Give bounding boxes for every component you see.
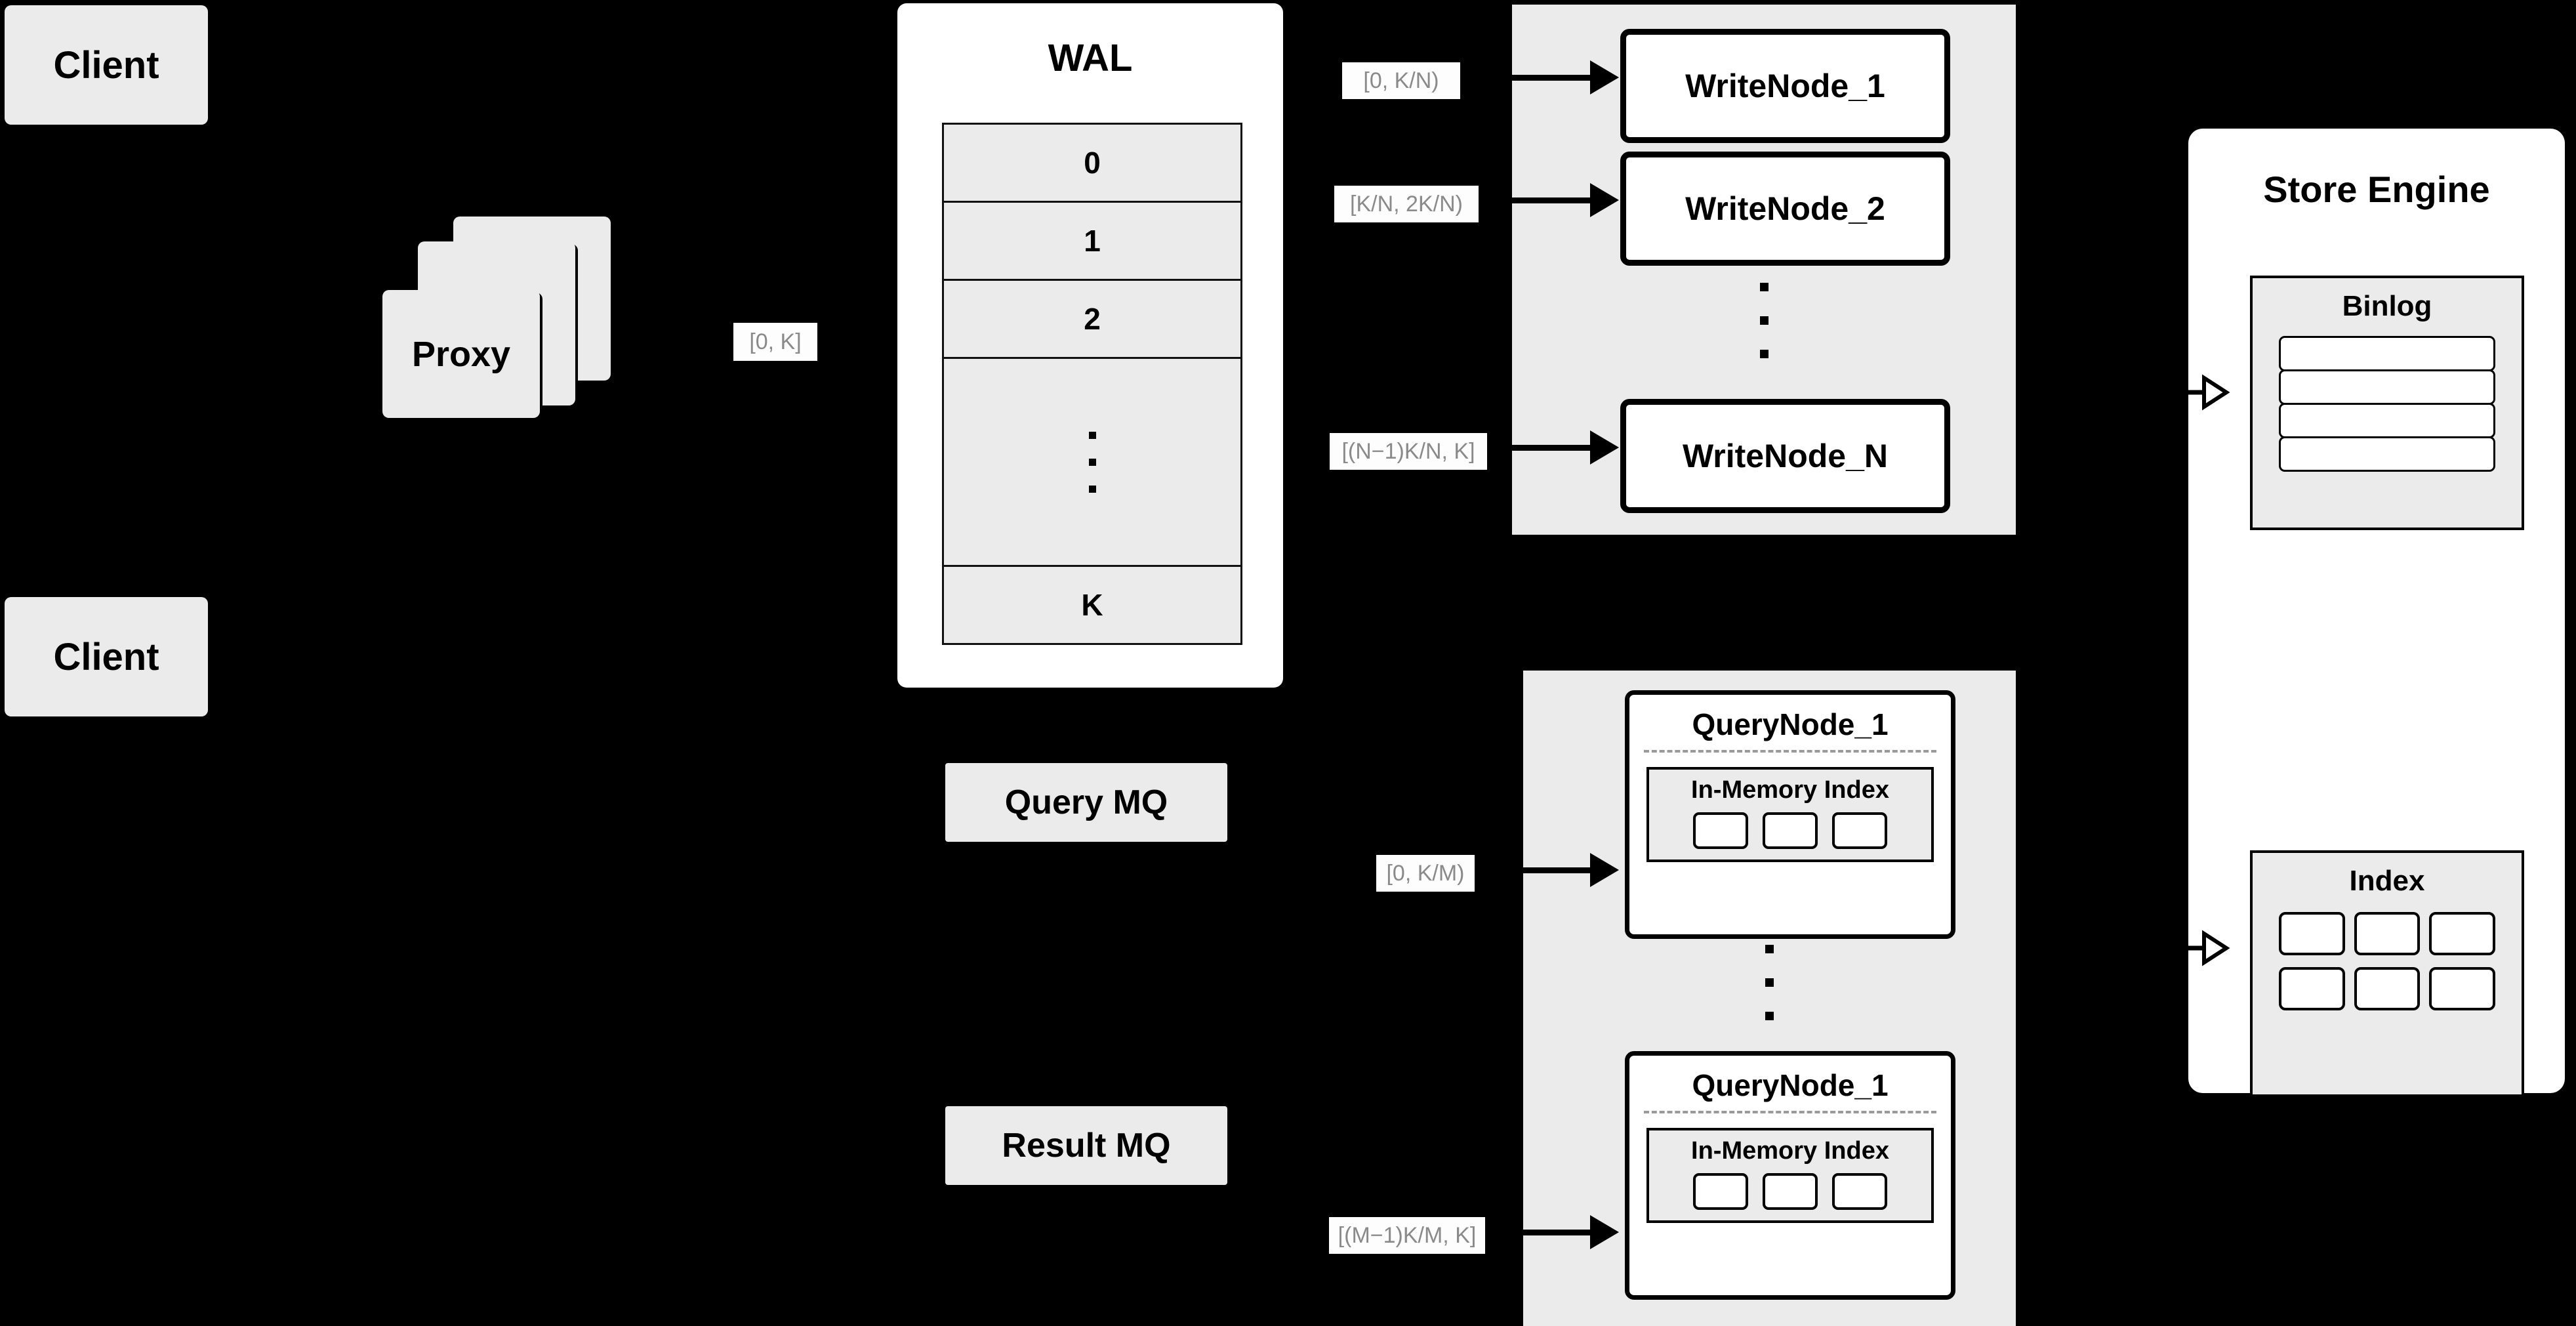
- index-cell: [1693, 812, 1748, 849]
- ellipsis-dot: [1088, 485, 1096, 493]
- query-cluster-ellipsis: [1523, 945, 2016, 1020]
- result-mq-label: Result MQ: [1002, 1127, 1171, 1165]
- ellipsis-dot: [1765, 945, 1774, 953]
- wal-entry-row: 1: [944, 203, 1240, 281]
- query-node-m-label: QueryNode_1: [1692, 1068, 1889, 1102]
- wal-entry-row: K: [1081, 588, 1103, 622]
- range-label-write-node-1: [0, K/N): [1342, 62, 1460, 99]
- query-node-m-divider: [1644, 1111, 1936, 1113]
- query-node-1[interactable]: QueryNode_1 In-Memory Index: [1625, 690, 1955, 939]
- arrow-index-inbound: [2188, 928, 2230, 971]
- index-cell: [2429, 912, 2495, 955]
- wal-panel: WAL 0 1 2 K: [897, 3, 1283, 688]
- ellipsis-dot: [1088, 431, 1096, 439]
- index-cell: [2429, 967, 2495, 1010]
- index-title: Index: [2349, 865, 2425, 897]
- write-node-2-label: WriteNode_2: [1685, 190, 1885, 227]
- in-memory-index-m-cells: [1649, 1173, 1931, 1210]
- client-label-2: Client: [53, 635, 159, 678]
- query-node-m[interactable]: QueryNode_1 In-Memory Index: [1625, 1051, 1955, 1300]
- query-node-1-label: QueryNode_1: [1692, 707, 1889, 741]
- proxy-stack[interactable]: Proxy: [377, 217, 626, 426]
- wal-entry-row: 2: [944, 281, 1240, 359]
- range-label-query-node-m: [(M−1)K/M, K]: [1329, 1217, 1485, 1254]
- binlog-row: [2279, 436, 2495, 472]
- range-label-query-node-1: [0, K/M): [1376, 855, 1475, 892]
- arrow-line-write-node-n: [1492, 445, 1590, 451]
- store-engine-panel: Store Engine Binlog Index: [2188, 129, 2565, 1097]
- arrow-head-query-node-m: [1590, 1215, 1619, 1249]
- result-mq-box[interactable]: Result MQ: [945, 1106, 1227, 1185]
- wal-entry-row: 0: [944, 125, 1240, 203]
- index-cell: [1763, 812, 1818, 849]
- client-box-2[interactable]: Client: [5, 597, 208, 716]
- client-box-1[interactable]: Client: [5, 5, 208, 125]
- write-node-1-label: WriteNode_1: [1685, 68, 1885, 104]
- index-cell: [1832, 812, 1887, 849]
- in-memory-index-1-cells: [1649, 812, 1931, 849]
- range-label-write-node-n: [(N−1)K/N, K]: [1330, 433, 1487, 470]
- index-cell: [2354, 912, 2421, 955]
- write-node-n[interactable]: WriteNode_N: [1620, 399, 1950, 513]
- query-node-1-divider: [1644, 750, 1936, 753]
- arrow-head-query-node-1: [1590, 853, 1619, 887]
- arrow-line-query-node-m: [1492, 1230, 1590, 1235]
- ellipsis-dot: [1759, 350, 1768, 358]
- ellipsis-dot: [1765, 1012, 1774, 1020]
- arrow-head-write-node-2: [1590, 183, 1619, 217]
- index-grid: [2279, 912, 2495, 1010]
- in-memory-index-m: In-Memory Index: [1646, 1128, 1934, 1223]
- range-label-write-node-2: [K/N, 2K/N): [1334, 186, 1479, 222]
- ellipsis-dot: [1759, 316, 1768, 325]
- binlog-title: Binlog: [2342, 290, 2432, 322]
- write-node-n-label: WriteNode_N: [1682, 438, 1888, 474]
- store-engine-title: Store Engine: [2263, 169, 2490, 210]
- arrow-line-write-node-2: [1492, 197, 1590, 203]
- query-mq-box[interactable]: Query MQ: [945, 763, 1227, 842]
- in-memory-index-1-title: In-Memory Index: [1691, 776, 1889, 804]
- write-cluster-ellipsis: [1512, 283, 2016, 358]
- index-cell: [2354, 967, 2421, 1010]
- binlog-rows: [2279, 336, 2495, 472]
- index-cell: [2279, 967, 2345, 1010]
- arrow-head-write-node-n: [1590, 430, 1619, 465]
- range-label-proxy-out: [0, K]: [733, 323, 817, 361]
- arrow-line-write-node-1: [1492, 75, 1590, 81]
- ellipsis-dot: [1088, 458, 1096, 466]
- write-node-cluster: WriteNode_1 WriteNode_2 WriteNode_N: [1512, 5, 2016, 535]
- query-mq-label: Query MQ: [1004, 783, 1168, 821]
- binlog-row: [2279, 369, 2495, 405]
- proxy-card-front[interactable]: Proxy: [382, 290, 540, 418]
- arrow-line-query-node-1: [1492, 867, 1590, 873]
- wal-entry-ellipsis: [944, 359, 1240, 567]
- index-cell: [1693, 1173, 1748, 1210]
- proxy-label: Proxy: [411, 334, 511, 374]
- ellipsis-dot: [1765, 978, 1774, 987]
- index-box: Index: [2250, 850, 2524, 1097]
- arrow-head-write-node-1: [1590, 60, 1619, 94]
- write-node-2[interactable]: WriteNode_2: [1620, 152, 1950, 266]
- binlog-row: [2279, 403, 2495, 438]
- write-node-1[interactable]: WriteNode_1: [1620, 29, 1950, 143]
- query-node-cluster: QueryNode_1 In-Memory Index QueryNode_1 …: [1523, 671, 2016, 1326]
- in-memory-index-1: In-Memory Index: [1646, 767, 1934, 862]
- client-label-1: Client: [53, 43, 159, 87]
- index-cell: [1763, 1173, 1818, 1210]
- binlog-row: [2279, 336, 2495, 371]
- wal-title: WAL: [1048, 37, 1133, 79]
- wal-entry-list: 0 1 2 K: [942, 123, 1242, 645]
- arrow-binlog-inbound: [2188, 373, 2230, 415]
- index-cell: [1832, 1173, 1887, 1210]
- binlog-box: Binlog: [2250, 276, 2524, 530]
- in-memory-index-m-title: In-Memory Index: [1691, 1137, 1889, 1165]
- index-cell: [2279, 912, 2345, 955]
- ellipsis-dot: [1759, 283, 1768, 291]
